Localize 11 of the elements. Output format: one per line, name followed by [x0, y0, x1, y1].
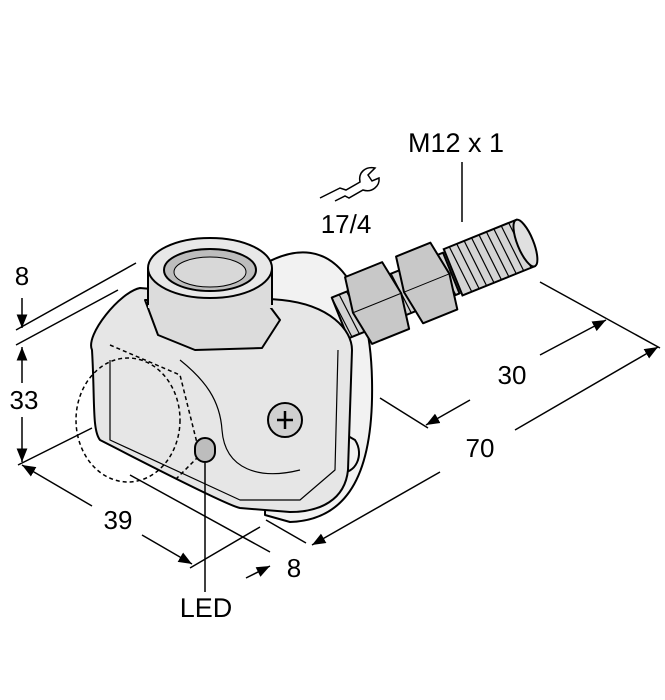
leader-line	[204, 463, 206, 592]
callout-label: M12 x 1	[398, 126, 514, 160]
dimension-label: 30	[498, 362, 526, 388]
leader-line	[461, 162, 463, 222]
dimension-label: 8	[14, 263, 30, 289]
dimension-label: 8	[286, 555, 302, 581]
dimension-label: 70	[466, 435, 494, 461]
dimension-label: 33	[10, 387, 38, 413]
dimension-label: 17/4	[320, 211, 372, 237]
dimension-label: 39	[104, 507, 132, 533]
callout-label: LED	[170, 590, 242, 626]
